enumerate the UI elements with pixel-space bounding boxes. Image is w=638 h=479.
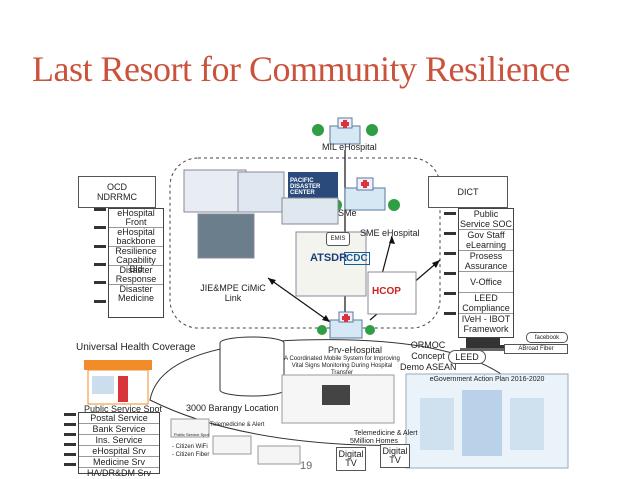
dict-item: Gov Staff eLearning xyxy=(459,230,513,251)
leed-text: LEED xyxy=(455,352,479,362)
service-item: HA/DR&DM Srv xyxy=(86,468,151,478)
public-services-list: Postal Service Bank Service Ins. Service… xyxy=(78,412,160,478)
page-number: 19 xyxy=(300,460,313,472)
ehealth-caption: A Coordinated Mobile System for Improvin… xyxy=(282,356,402,377)
cdc-logo: CDC xyxy=(344,252,370,265)
sme-hospital-label: SME eHospital xyxy=(360,228,420,238)
small-spot-label: Public Service Spot xyxy=(174,432,209,437)
service-item: Medicine Srv xyxy=(79,457,159,468)
facebook-badge: facebook xyxy=(526,332,568,343)
pdc-logo-text: PACIFIC DISASTER CENTER xyxy=(290,178,321,196)
jie-to-prv-arrow xyxy=(267,277,331,323)
jie-label: JIE&MPE CiMiC Link xyxy=(200,283,266,303)
digital-tv-box: Digital TV xyxy=(380,444,410,468)
slide-title: Last Resort for Community Resilience xyxy=(32,49,570,89)
service-item: Bank Service xyxy=(79,424,159,435)
digital-tv-label: Digital TV xyxy=(382,446,408,465)
digital-tv-box: Digital TV xyxy=(336,447,366,471)
emis-text: EMIS xyxy=(330,236,346,242)
ocd-item: eHospital Front xyxy=(109,209,163,228)
telemed-right-label: Telemedicine & Alert xyxy=(354,430,418,437)
prv-hospital-label: Prv-eHospital xyxy=(328,345,383,355)
dict-item: Prosess Assurance xyxy=(459,251,513,272)
public-service-spot-label: Public Service Spot xyxy=(84,404,163,414)
jie-line1: JIE&MPE CiMiC xyxy=(200,283,266,293)
store-icon xyxy=(84,360,152,405)
ocd-item: Resilience Capability Bld xyxy=(109,247,163,274)
ehealth-caption-1: A Coordinated Mobile System for Improvin… xyxy=(284,356,400,362)
laptop-icon xyxy=(460,338,506,351)
hospital-icon xyxy=(344,177,386,211)
ocd-title: OCD xyxy=(107,182,127,192)
dict-item: Public Service SOC xyxy=(459,209,513,230)
ormoc-line3: Demo ASEAN xyxy=(400,362,457,372)
ocd-item: Disaster Response xyxy=(109,266,163,285)
ehealth-caption-2: Vital Signs Monitoring During Hospital T… xyxy=(291,363,393,376)
ocd-item: eHospital backbone xyxy=(109,228,163,247)
ormoc-line1: ORMOC xyxy=(410,340,446,350)
dict-title-box: DICT xyxy=(428,176,508,208)
hospital-icon xyxy=(329,311,363,339)
service-item: Ins. Service xyxy=(79,435,159,446)
tree-icon xyxy=(317,325,375,335)
uhc-label: Universal Health Coverage xyxy=(76,342,196,353)
emis-badge: EMIS xyxy=(326,232,350,246)
citizen-wifi: - Citizen WiFi xyxy=(172,444,208,450)
service-item: eHospital Srv xyxy=(79,446,159,457)
leed-badge: LEED xyxy=(448,350,486,364)
ormoc-concept-label: ORMOC Concept Demo ASEAN xyxy=(400,340,457,373)
atsdr-logo: ATSDR xyxy=(310,252,348,264)
cimic-region xyxy=(169,157,441,329)
dict-item: LEED Compliance xyxy=(459,293,513,314)
homes-label: 5Million Homes xyxy=(350,438,398,445)
jie-line2: Link xyxy=(224,293,242,303)
hcop-logo: HCOP xyxy=(372,286,401,297)
abroad-fiber-box: ABroad Fiber xyxy=(504,344,568,354)
abroad-fiber-text: ABroad Fiber xyxy=(518,346,554,352)
tree-icon xyxy=(312,124,378,136)
dict-list: Public Service SOC Gov Staff eLearning P… xyxy=(458,208,514,338)
facebook-text: facebook xyxy=(534,334,560,341)
ormoc-line2: Concept xyxy=(411,351,445,361)
ocd-list: eHospital Front eHospital backbone Resil… xyxy=(108,208,164,318)
ndrrmc-title: NDRRMC xyxy=(97,192,137,202)
sme-small-label: SMe xyxy=(338,208,357,218)
service-item: Postal Service xyxy=(79,413,159,424)
citizen-fiber: - Citizen Fiber xyxy=(172,452,210,458)
digital-tv-label: Digital TV xyxy=(338,449,364,468)
database-icon xyxy=(219,336,285,397)
hospital-icon xyxy=(329,117,361,145)
citizen-access-list: - Citizen WiFi - Citizen Fiber xyxy=(172,443,209,459)
action-plan-title: eGovernment Action Plan 2016-2020 xyxy=(429,376,545,383)
ocd-title-box: OCD NDRRMC xyxy=(78,176,156,208)
ocd-item: Disaster Medicine xyxy=(117,284,155,303)
dict-title: DICT xyxy=(457,187,479,197)
dict-item: V-Office xyxy=(459,272,513,293)
mil-hospital-label: MIL eHospital xyxy=(322,142,377,152)
barangay-label: 3000 Barangy Location xyxy=(186,403,279,413)
telemed-alert-label: Telemedicine & Alert xyxy=(210,422,265,428)
dict-item: IVeH - IBOT Framework xyxy=(461,314,511,334)
